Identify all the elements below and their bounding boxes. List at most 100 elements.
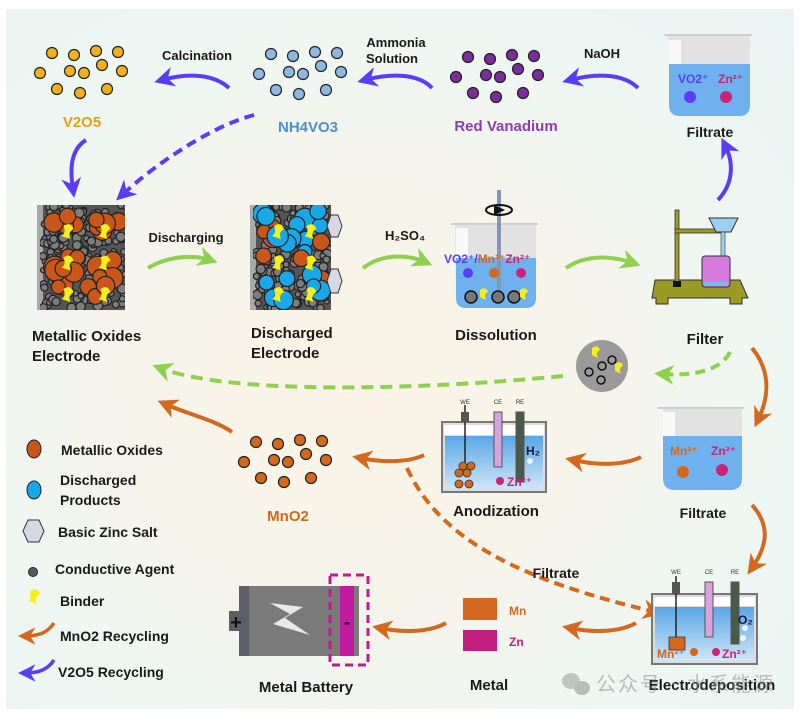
active-particle xyxy=(278,270,296,288)
active-particle xyxy=(311,232,331,252)
red-vanadium-particle xyxy=(466,86,480,100)
conductive-agent-particle xyxy=(115,231,125,243)
discharging-label: Discharging xyxy=(148,230,223,245)
legend-label-discharged-2: Products xyxy=(60,492,121,508)
residue-to-electrode-dashed-arrow xyxy=(152,362,564,390)
red-vanadium-particle xyxy=(511,62,525,76)
conductive-agent-particle xyxy=(120,248,125,256)
red-vanadium-particle xyxy=(461,50,475,64)
conductive-agent-particle xyxy=(117,205,125,210)
wechat-icon xyxy=(562,673,590,695)
basic-zinc-salt-hex xyxy=(326,214,343,238)
red-vanadium-particle xyxy=(449,70,463,84)
filter-to-filtrate-arrow xyxy=(750,346,773,428)
conductive-agent-particle xyxy=(71,240,83,251)
anode-highlight-box xyxy=(328,573,370,667)
conductive-agent-particle xyxy=(86,236,97,246)
nh4vo3-particle xyxy=(264,47,278,61)
conductive-agent-particle xyxy=(255,263,267,275)
electrode-label-line1: Metallic Oxides xyxy=(32,328,141,345)
red-vanadium-particles xyxy=(449,48,545,104)
nh4vo3-to-electrode-dashed-arrow xyxy=(116,113,255,201)
red-vanadium-particle xyxy=(483,52,497,66)
electrodeposition-to-metal-arrow xyxy=(562,620,637,641)
v2o5-particle xyxy=(67,48,81,62)
v2o5-particle xyxy=(100,82,114,96)
conductive-agent-particle xyxy=(281,205,292,213)
active-particle xyxy=(58,207,77,226)
legend-label-basic-zinc-salt: Basic Zinc Salt xyxy=(58,524,158,540)
nh4vo3-particle xyxy=(308,45,322,59)
filter-to-residue-dashed-arrow xyxy=(654,350,732,385)
electrodeposition-ion1: Mn²⁺ xyxy=(657,647,685,661)
legend-label-mno2-recycling: MnO2 Recycling xyxy=(60,628,169,644)
active-particle xyxy=(255,247,272,265)
binder-particle xyxy=(272,224,284,239)
mno2-particle xyxy=(237,455,251,469)
filter-apparatus xyxy=(651,209,749,305)
nh4vo3-particle xyxy=(334,65,348,79)
electrode-label-line2: Electrode xyxy=(32,348,100,365)
mno2-particle xyxy=(319,453,333,467)
conductive-agent-particle xyxy=(294,291,302,298)
metal-label: Metal xyxy=(470,677,508,694)
nh4vo3-particle xyxy=(314,59,328,73)
dissolution-ions: VO2⁺/Mn²⁺Zn²⁺ xyxy=(444,252,530,266)
nh4vo3-label: NH4VO3 xyxy=(278,119,338,136)
red-vanadium-particle xyxy=(531,68,545,82)
nh4vo3-particle xyxy=(319,83,333,97)
filter-to-filtrate-arrow xyxy=(716,137,740,202)
v2o5-particle xyxy=(89,44,103,58)
conductive-agent-particle xyxy=(62,205,71,210)
dissolution-beaker: VO2⁺/Mn²⁺Zn²⁺ xyxy=(444,190,538,308)
binder-particle xyxy=(304,255,317,271)
active-particle xyxy=(88,211,105,229)
legend-label-v2o5-recycling: V2O5 Recycling xyxy=(58,664,164,680)
metal-samples: Mn Zn xyxy=(463,598,526,651)
nh4vo3-particle xyxy=(252,67,266,81)
discharged-label-line2: Electrode xyxy=(251,345,319,362)
active-particle xyxy=(309,205,327,221)
red-vanadium-particle xyxy=(479,68,493,82)
watermark: 公众号 · 水系能源 xyxy=(596,672,776,696)
naoh-arrow xyxy=(562,67,640,90)
anodization-re: RE xyxy=(516,400,524,406)
red-vanadium-particle xyxy=(493,70,507,84)
conductive-agent-particle xyxy=(77,292,85,300)
mn-metal-label: Mn xyxy=(509,604,526,618)
mno2-particle xyxy=(271,437,285,451)
battery-label: Metal Battery xyxy=(259,679,354,696)
mno2-label: MnO2 xyxy=(267,508,309,525)
battery-plus: + xyxy=(230,612,242,634)
binder-particle xyxy=(304,224,317,239)
vo2-ion-dot xyxy=(684,91,696,103)
active-particle xyxy=(311,217,329,234)
red-vanadium-particle xyxy=(489,90,503,104)
v2o5-particle xyxy=(95,58,109,72)
anodization-cell: H₂ Zn²⁺ WE CE RE xyxy=(441,400,547,493)
filtrate-mid-label: Filtrate xyxy=(680,505,727,521)
mno2-particle xyxy=(293,433,307,447)
legend-label-discharged-1: Discharged xyxy=(60,472,136,488)
nh4vo3-particle xyxy=(292,87,306,101)
battery-anode xyxy=(340,586,354,656)
v2o5-particle xyxy=(33,66,47,80)
conductive-agent-particle xyxy=(282,260,290,269)
v2o5-to-electrode-arrow xyxy=(61,138,88,198)
binder-particle xyxy=(61,224,74,239)
filtrate-top-label: Filtrate xyxy=(687,124,734,140)
discharged-electrode xyxy=(250,205,343,310)
binder-particle xyxy=(272,255,284,271)
mno2-particle xyxy=(249,435,263,449)
h2so4-label: H₂SO₄ xyxy=(385,228,425,243)
basic-zinc-salt-icon xyxy=(22,519,45,543)
electrodeposition-cell: O₂ Mn²⁺ Zn²⁺ WE CE RE xyxy=(651,570,758,665)
conductive-agent-particle xyxy=(295,278,306,289)
nh4vo3-particle xyxy=(296,67,310,81)
filter-residue xyxy=(576,340,628,392)
anodization-we: WE xyxy=(460,400,470,406)
red-vanadium-particle xyxy=(527,49,541,63)
discharging-arrow xyxy=(146,246,218,270)
metal-to-battery-arrow xyxy=(372,620,447,641)
